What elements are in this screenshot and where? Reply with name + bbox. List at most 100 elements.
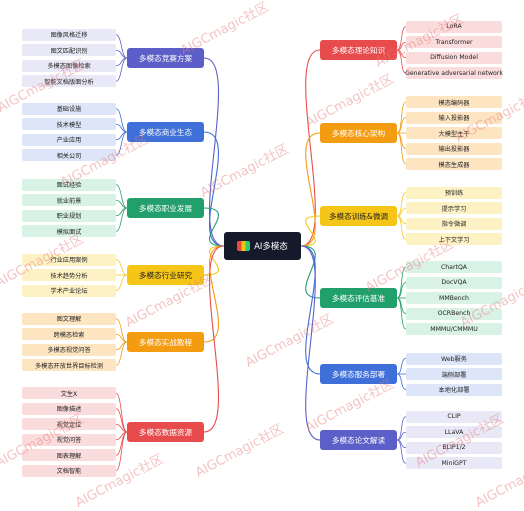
connector-line — [396, 215, 407, 240]
connector-line — [115, 57, 128, 82]
leaf-node[interactable]: Diffusion Model — [406, 51, 502, 64]
leaf-node[interactable]: LLaVA — [406, 426, 502, 439]
leaf-node[interactable]: CLIP — [406, 410, 502, 423]
leaf-node[interactable]: Web服务 — [406, 352, 502, 365]
branch-node[interactable]: 多模态核心架构 — [320, 123, 397, 143]
leaf-node[interactable]: ChartQA — [406, 261, 502, 273]
connector-line — [300, 245, 321, 375]
leaf-node[interactable]: 相关公司 — [22, 149, 116, 162]
branch-node[interactable]: 多模态行业研究 — [127, 265, 204, 285]
leaf-node[interactable]: BLIP1/2 — [406, 441, 502, 454]
connector-line — [115, 131, 128, 156]
leaf-node[interactable]: 职业规划 — [22, 209, 116, 222]
connector-line — [396, 26, 407, 51]
leaf-node[interactable]: 面试经验 — [22, 178, 116, 191]
leaf-node[interactable]: 多模态图像检索 — [22, 59, 116, 72]
leaf-node[interactable]: LoRA — [406, 20, 502, 33]
leaf-node[interactable]: 图文理解 — [22, 312, 116, 325]
branch-node[interactable]: 多模态服务部署 — [320, 364, 397, 384]
connector-line — [115, 408, 128, 433]
leaf-node[interactable]: 多模态开放世界目标检测 — [22, 359, 116, 372]
leaf-node[interactable]: 基础设施 — [22, 102, 116, 115]
leaf-node[interactable]: 多模态视觉问答 — [22, 343, 116, 356]
multimodal-logo-icon — [237, 241, 251, 251]
connector-line — [300, 215, 321, 247]
center-title: AI多模态 — [254, 242, 288, 252]
leaf-node[interactable]: 跨模态检索 — [22, 328, 116, 341]
connector-line — [396, 358, 407, 375]
connector-lines — [115, 26, 407, 472]
leaf-node[interactable]: 文生X — [22, 387, 116, 400]
leaf-node[interactable]: 模态生成器 — [406, 158, 502, 170]
connector-line — [115, 207, 128, 232]
leaf-node[interactable]: 输出投影器 — [406, 142, 502, 155]
connector-line — [203, 245, 225, 276]
connector-line — [396, 192, 407, 217]
connector-line — [203, 245, 225, 433]
leaf-node[interactable]: 预训练 — [406, 186, 502, 199]
branch-node[interactable]: 多模态实战教程 — [127, 332, 204, 352]
connector-line — [115, 184, 128, 209]
connector-line — [396, 416, 407, 441]
leaf-node[interactable]: Generative adversarial network — [405, 67, 503, 80]
connector-line — [115, 108, 128, 133]
leaf-node[interactable]: 产业应用 — [22, 133, 116, 146]
leaf-node[interactable]: OCRBench — [406, 307, 502, 320]
leaf-node[interactable]: 就业前景 — [22, 194, 116, 207]
center-node[interactable]: AI多模态 — [224, 232, 301, 260]
leaf-node[interactable]: 图像风格迁移 — [22, 28, 116, 41]
branch-node[interactable]: 多模态训练&微调 — [320, 206, 397, 226]
branch-node[interactable]: 多模态竞赛方案 — [127, 48, 204, 68]
leaf-node[interactable]: 技术趋势分析 — [22, 269, 116, 281]
leaf-node[interactable]: 图像描述 — [22, 402, 116, 415]
branch-node[interactable]: 多模态论文解读 — [320, 430, 397, 450]
connector-line — [115, 431, 128, 472]
connector-line — [115, 274, 128, 291]
leaf-node[interactable]: 智能文档版面分析 — [22, 75, 116, 88]
leaf-node[interactable]: 图文匹配识别 — [22, 44, 116, 57]
leaf-node[interactable]: 上下文学习 — [406, 233, 502, 246]
leaf-node[interactable]: MiniGPT — [406, 457, 502, 470]
branch-node[interactable]: 多模态评估基准 — [320, 288, 397, 308]
branch-node[interactable]: 多模态职业发展 — [127, 198, 204, 218]
leaf-node[interactable]: DocVQA — [406, 276, 502, 289]
connector-line — [396, 266, 407, 299]
connector-line — [300, 49, 321, 247]
branch-node[interactable]: 多模态理论知识 — [320, 40, 397, 60]
connector-line — [203, 57, 225, 247]
leaf-node[interactable]: 文档智能 — [22, 464, 116, 477]
connector-line — [115, 318, 128, 343]
leaf-node[interactable]: 提示学习 — [406, 202, 502, 215]
connector-line — [300, 132, 321, 247]
connector-line — [203, 131, 225, 247]
connector-line — [396, 439, 407, 464]
connector-line — [396, 49, 407, 74]
connector-line — [396, 297, 407, 330]
connector-line — [115, 259, 128, 276]
leaf-node[interactable]: 端侧部署 — [406, 368, 502, 380]
leaf-node[interactable]: 视觉问答 — [22, 433, 116, 446]
leaf-node[interactable]: 大模型主干 — [406, 127, 502, 139]
leaf-node[interactable]: 模态编码器 — [406, 96, 502, 108]
leaf-node[interactable]: 输入投影器 — [406, 111, 502, 124]
leaf-node[interactable]: 指令微调 — [406, 217, 502, 230]
leaf-node[interactable]: MMBench — [406, 292, 502, 304]
connector-line — [115, 341, 128, 366]
connector-line — [300, 245, 321, 299]
leaf-node[interactable]: 视觉定位 — [22, 418, 116, 431]
leaf-node[interactable]: 本地化部署 — [406, 383, 502, 396]
leaf-node[interactable]: 学术产业论坛 — [22, 284, 116, 297]
leaf-node[interactable]: 技术模型 — [22, 118, 116, 131]
connector-line — [115, 34, 128, 59]
leaf-node[interactable]: 图表理解 — [22, 449, 116, 462]
connector-line — [300, 245, 321, 441]
connector-line — [396, 132, 407, 165]
leaf-node[interactable]: 行业应用案例 — [22, 253, 116, 266]
leaf-node[interactable]: Transformer — [406, 36, 502, 49]
leaf-node[interactable]: 模拟面试 — [22, 225, 116, 238]
leaf-node[interactable]: MMMU/CMMMU — [406, 323, 502, 335]
connector-line — [115, 392, 128, 433]
branch-node[interactable]: 多模态商业生态 — [127, 122, 204, 142]
branch-node[interactable]: 多模态数据资源 — [127, 422, 204, 442]
